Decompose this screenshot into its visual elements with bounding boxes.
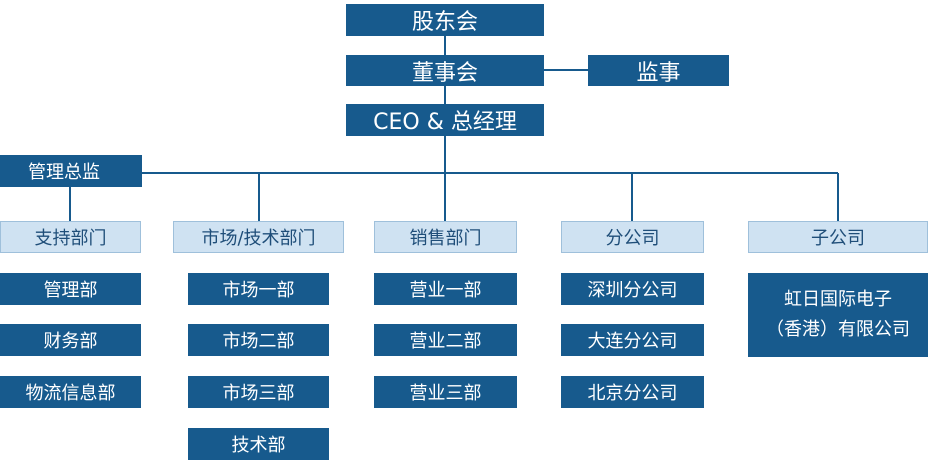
dept-header-branch: 分公司 xyxy=(561,221,704,253)
mgmt-director-box: 管理总监 xyxy=(0,155,142,187)
dept-header-subsidiary: 子公司 xyxy=(748,221,928,253)
dept-item-branch-dalian: 大连分公司 xyxy=(561,324,704,356)
dept-item-branch-shenzhen: 深圳分公司 xyxy=(561,273,704,305)
subsidiary-name-line-1: 虹日国际电子 xyxy=(784,289,892,310)
dept-item-support-3: 物流信息部 xyxy=(0,376,141,408)
dept-header-market-tech: 市场/技术部门 xyxy=(173,221,344,253)
dept-item-sales-1: 营业一部 xyxy=(374,273,517,305)
dept-header-support: 支持部门 xyxy=(0,221,141,253)
subsidiary-name-line-2: （香港）有限公司 xyxy=(766,319,910,340)
dept-item-sales-3: 营业三部 xyxy=(374,376,517,408)
dept-header-sales: 销售部门 xyxy=(374,221,517,253)
shareholders-box: 股东会 xyxy=(346,4,544,36)
dept-item-support-1: 管理部 xyxy=(0,273,141,305)
dept-item-subsidiary-hk: 虹日国际电子 （香港）有限公司 xyxy=(748,273,928,357)
supervisor-box: 监事 xyxy=(588,55,729,86)
board-box: 董事会 xyxy=(346,55,544,86)
dept-item-tech: 技术部 xyxy=(188,428,329,460)
dept-item-market-3: 市场三部 xyxy=(188,376,329,408)
dept-item-market-1: 市场一部 xyxy=(188,273,329,305)
dept-item-sales-2: 营业二部 xyxy=(374,324,517,356)
dept-item-support-2: 财务部 xyxy=(0,324,141,356)
ceo-box: CEO & 总经理 xyxy=(346,104,544,136)
dept-item-market-2: 市场二部 xyxy=(188,324,329,356)
dept-item-branch-beijing: 北京分公司 xyxy=(561,376,704,408)
